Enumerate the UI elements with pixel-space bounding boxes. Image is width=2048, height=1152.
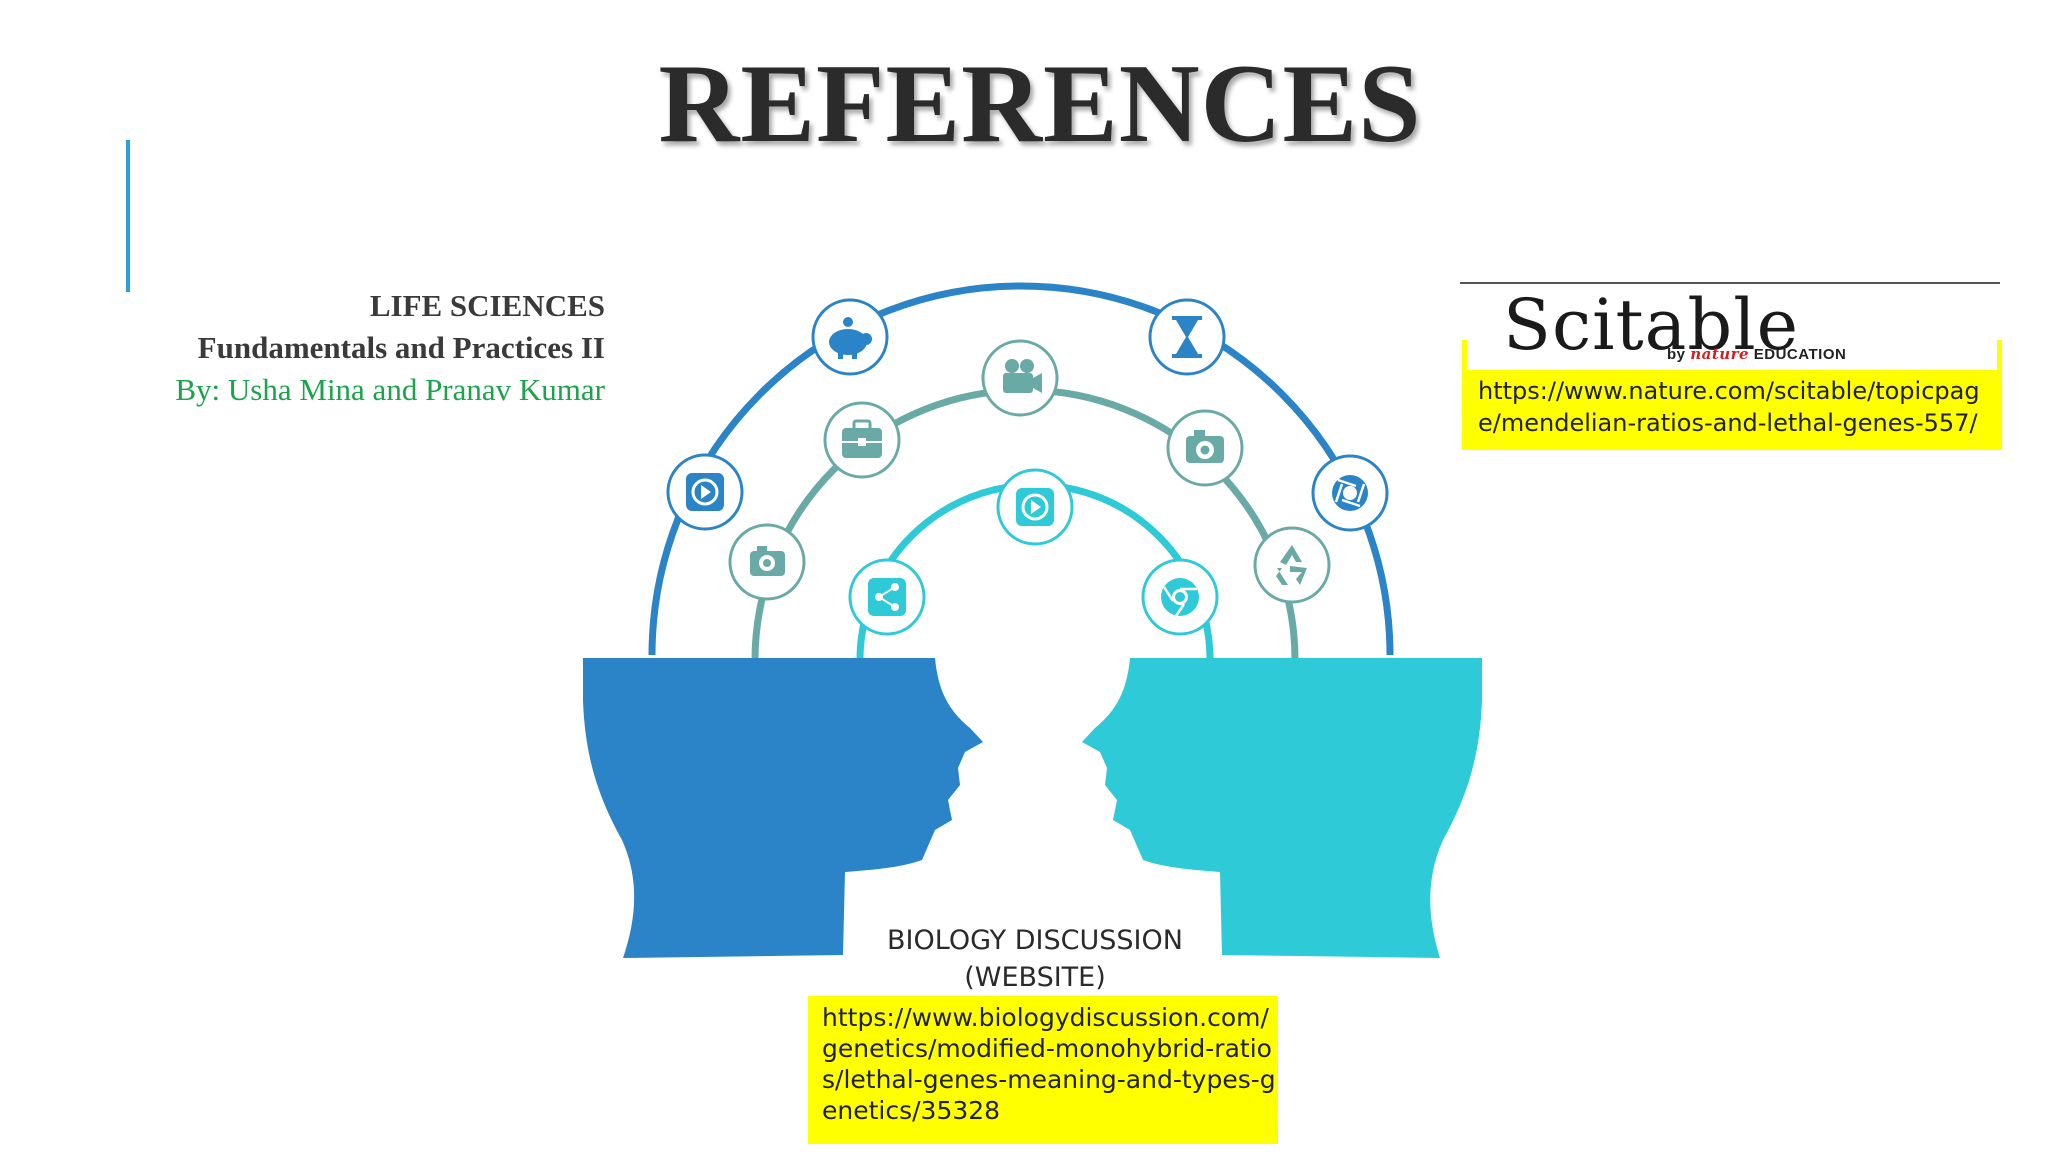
camera-icon (1166, 409, 1244, 487)
book-reference: LIFE SCIENCES Fundamentals and Practices… (100, 285, 605, 411)
accent-bar (126, 140, 130, 292)
biology-discussion-url[interactable]: https://www.biologydiscussion.com/geneti… (822, 1003, 1276, 1125)
film-camera-icon (981, 339, 1059, 417)
left-head-silhouette (583, 658, 983, 958)
play-icon (996, 468, 1074, 546)
scitable-url[interactable]: https://www.nature.com/scitable/topicpag… (1478, 377, 1980, 437)
briefcase-icon (823, 401, 901, 479)
piggy-bank-icon (811, 298, 889, 376)
share-icon (848, 558, 926, 636)
book-authors-line: By: Usha Mina and Pranav Kumar (175, 372, 605, 407)
camera-icon (728, 523, 806, 601)
chrome-icon (1141, 558, 1219, 636)
right-head-silhouette (1082, 658, 1482, 958)
aperture-icon (1311, 454, 1389, 532)
scitable-logo-tagline: by nature EDUCATION (1667, 345, 1847, 363)
book-title-line: LIFE SCIENCES (369, 288, 605, 323)
scitable-divider (1460, 282, 2000, 284)
book-subtitle-line: Fundamentals and Practices II (197, 330, 605, 365)
biology-discussion-url-highlight (808, 996, 1278, 1144)
scitable-logo: Scitable by nature EDUCATION (1467, 284, 1997, 370)
scitable-logo-word: Scitable (1503, 284, 1800, 366)
play-icon (666, 453, 744, 531)
hourglass-icon (1148, 298, 1226, 376)
biology-discussion-title: BIOLOGY DISCUSSION (WEBSITE) (887, 925, 1183, 993)
recycle-icon (1253, 526, 1331, 604)
two-heads-diagram (583, 282, 1482, 958)
slide-title: REFERENCES (658, 42, 1422, 166)
